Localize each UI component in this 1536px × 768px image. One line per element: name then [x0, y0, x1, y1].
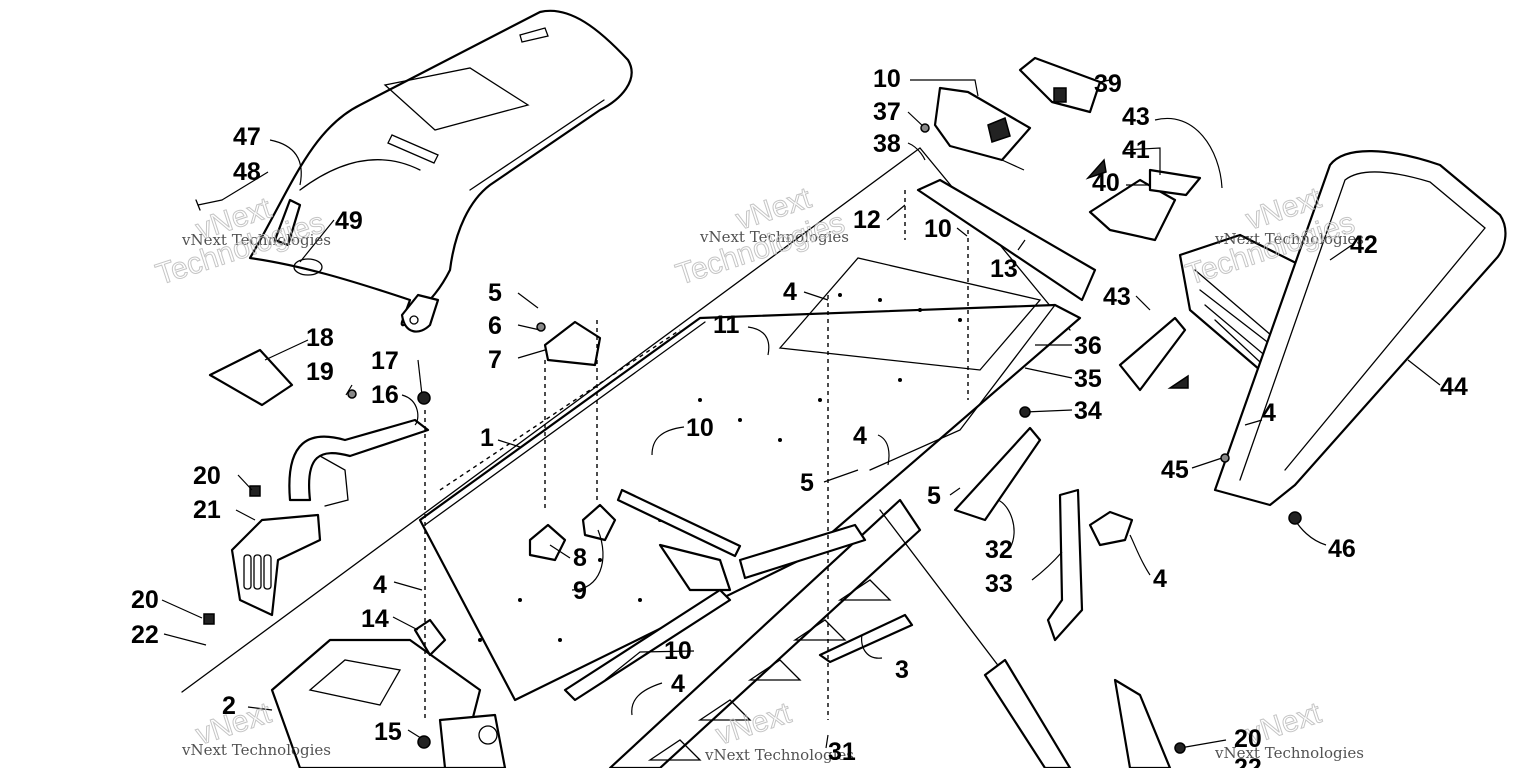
bracket-13-part	[916, 178, 1097, 302]
callout-37: 37	[873, 98, 901, 126]
bracket-2-part	[270, 638, 507, 768]
callout-20: 20	[193, 462, 221, 490]
watermark-label: vNext Technologies	[1214, 744, 1364, 762]
callout-1: 1	[480, 424, 494, 452]
callout-10: 10	[664, 637, 692, 665]
plate-8-part	[528, 523, 567, 562]
rear-bumper-44-part	[1213, 150, 1507, 507]
callout-4: 4	[853, 422, 867, 450]
callout-41: 41	[1122, 136, 1150, 164]
callout-35: 35	[1074, 365, 1102, 393]
callout-46: 46	[1328, 535, 1356, 563]
callout-13: 13	[990, 255, 1018, 283]
callout-34: 34	[1074, 397, 1102, 425]
callout-42: 42	[1350, 231, 1378, 259]
watermark-label: vNext Technologies	[1214, 230, 1364, 248]
callout-45: 45	[1161, 456, 1189, 484]
callout-8: 8	[573, 544, 587, 572]
knob-4-part	[1088, 510, 1134, 547]
bracket-7-part	[543, 320, 602, 367]
watermark-label: vNext Technologies	[181, 741, 331, 759]
leader-lines	[161, 79, 1441, 749]
callout-4: 4	[373, 571, 387, 599]
bumper-plate-21-part	[230, 513, 322, 617]
clip-49-part	[293, 258, 323, 276]
callout-9: 9	[573, 577, 587, 605]
bolt-48-part	[195, 199, 223, 211]
strip-10-part	[563, 488, 742, 702]
bracket-39-part	[1018, 56, 1102, 114]
bracket-14-part	[413, 618, 447, 657]
callout-2: 2	[222, 692, 236, 720]
bracket-right-lower-part	[1113, 678, 1172, 768]
running-board-part	[608, 498, 1072, 768]
callout-17: 17	[371, 347, 399, 375]
tunnel-frame-part	[181, 147, 1082, 702]
watermark-label: vNext Technologies	[704, 746, 854, 764]
callout-40: 40	[1092, 169, 1120, 197]
callout-39: 39	[1094, 70, 1122, 98]
callout-10: 10	[686, 414, 714, 442]
fasteners	[347, 123, 1302, 754]
callout-4: 4	[1153, 565, 1167, 593]
callout-43: 43	[1103, 283, 1131, 311]
callout-36: 36	[1074, 332, 1102, 360]
callout-11: 11	[713, 311, 740, 339]
strut-part	[1118, 316, 1187, 392]
plate-9-part	[581, 503, 617, 542]
callout-4: 4	[783, 278, 797, 306]
heat-shield-18-part	[208, 348, 294, 407]
bracket-32-part	[953, 426, 1042, 522]
callout-21: 21	[193, 496, 221, 524]
direction-arrows	[1085, 158, 1189, 389]
callout-4: 4	[671, 670, 685, 698]
callout-22: 22	[1234, 754, 1262, 768]
nut-20-part	[203, 485, 261, 625]
callout-20: 20	[1234, 725, 1262, 753]
callout-3: 3	[895, 656, 909, 684]
callout-10: 10	[873, 65, 901, 93]
callout-4: 4	[1262, 399, 1276, 427]
callout-5: 5	[800, 469, 814, 497]
assembly-lines	[424, 190, 969, 720]
callout-22: 22	[131, 621, 159, 649]
callout-44: 44	[1440, 373, 1468, 401]
callout-10: 10	[924, 215, 952, 243]
callout-47: 47	[233, 123, 261, 151]
callout-49: 49	[335, 207, 363, 235]
callout-38: 38	[873, 130, 901, 158]
watermark-label: vNext Technologies	[181, 231, 331, 249]
callout-15: 15	[374, 718, 402, 746]
callout-20: 20	[131, 586, 159, 614]
callout-5: 5	[927, 482, 941, 510]
callout-16: 16	[371, 381, 399, 409]
callout-labels: 47 48 49 18 19 17 16 1 20 21 20 22 4 14 …	[131, 65, 1468, 768]
callout-14: 14	[361, 605, 389, 633]
support-arm-33-part	[1046, 488, 1084, 642]
callout-48: 48	[233, 158, 261, 186]
callout-7: 7	[488, 346, 502, 374]
callout-19: 19	[306, 358, 334, 386]
callout-5: 5	[488, 279, 502, 307]
callout-18: 18	[306, 324, 334, 352]
callout-32: 32	[985, 536, 1013, 564]
callout-6: 6	[488, 312, 502, 340]
seat-part	[248, 9, 633, 333]
watermark-label: vNext Technologies	[699, 228, 849, 246]
callout-31: 31	[828, 738, 856, 766]
callout-12: 12	[853, 206, 881, 234]
callout-43: 43	[1122, 103, 1150, 131]
callout-33: 33	[985, 570, 1013, 598]
bracket-38-part	[933, 86, 1032, 162]
grab-handle-16-part	[288, 418, 430, 507]
